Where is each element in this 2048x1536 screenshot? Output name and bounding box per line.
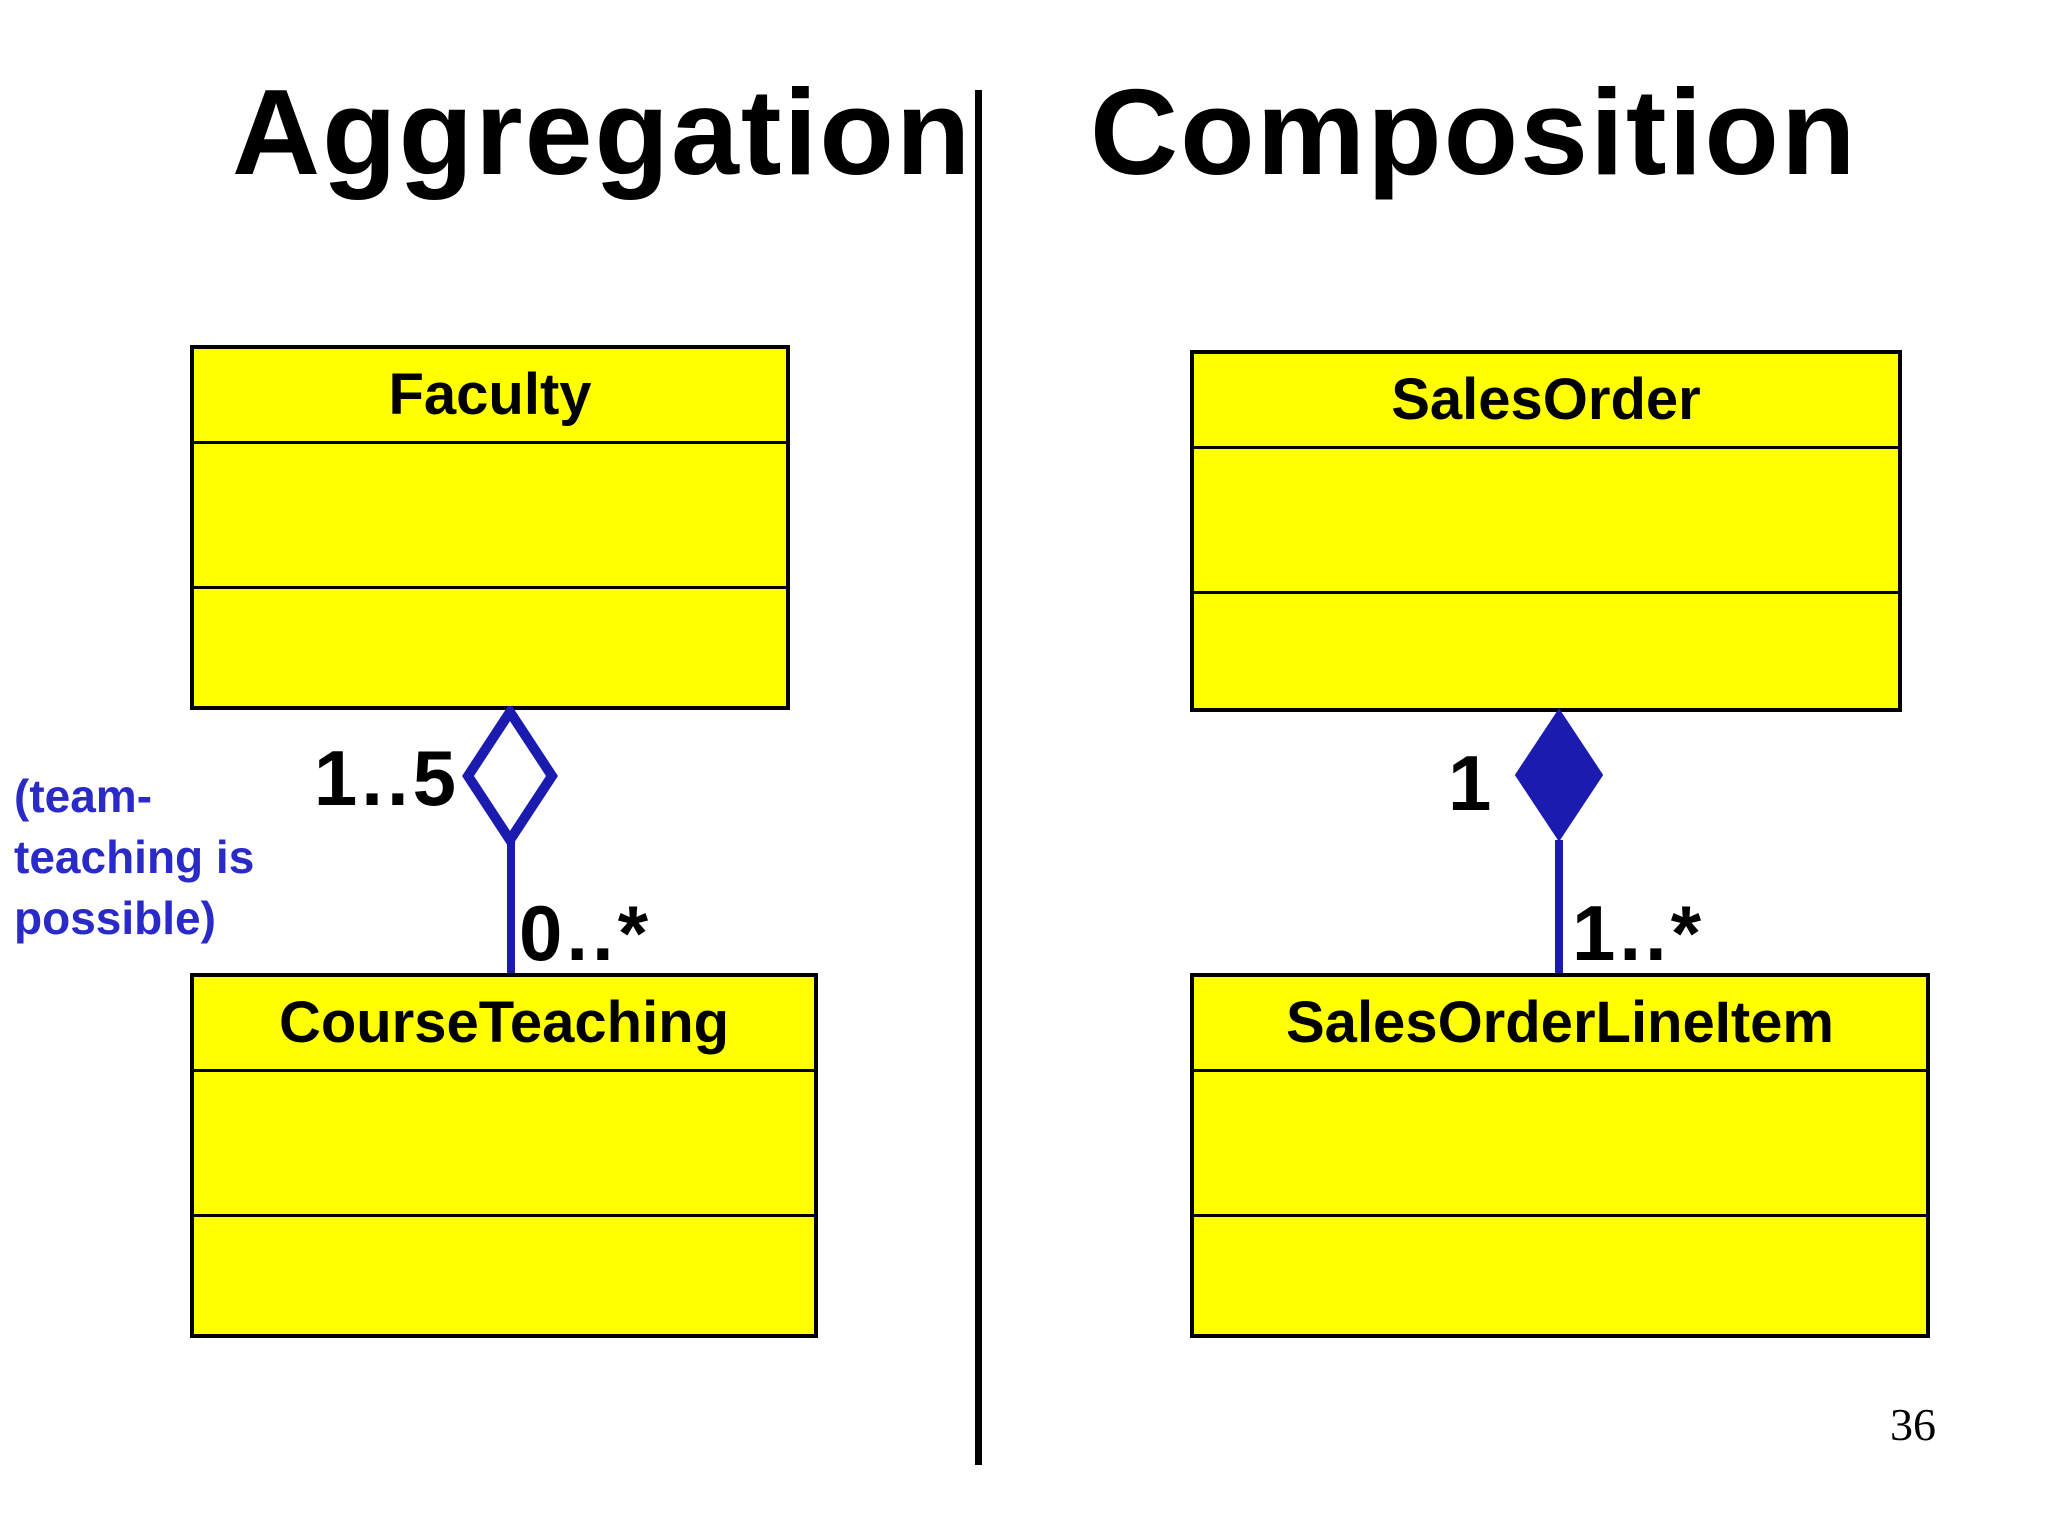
divider-line	[975, 90, 982, 1465]
composition-filled-diamond-icon	[1514, 708, 1604, 842]
composition-whole-multiplicity: 1	[1448, 739, 1496, 827]
salesorder-operations-compartment	[1194, 594, 1898, 708]
note-line-2: teaching is	[14, 831, 255, 883]
composition-connector-line	[1555, 840, 1563, 975]
aggregation-part-multiplicity: 0..*	[519, 889, 653, 977]
team-teaching-note: (team- teaching is possible)	[14, 766, 254, 949]
courseteaching-class-name: CourseTeaching	[194, 977, 814, 1072]
salesorder-class-name: SalesOrder	[1194, 354, 1898, 449]
note-line-1: (team-	[14, 770, 153, 822]
salesorderlineitem-operations-compartment	[1194, 1217, 1926, 1334]
courseteaching-attributes-compartment	[194, 1072, 814, 1217]
salesorderlineitem-class-box: SalesOrderLineItem	[1190, 973, 1930, 1338]
aggregation-title: Aggregation	[232, 64, 973, 200]
faculty-class-box: Faculty	[190, 345, 790, 710]
note-line-3: possible)	[14, 892, 216, 944]
composition-title: Composition	[1090, 64, 1858, 200]
salesorderlineitem-class-name: SalesOrderLineItem	[1194, 977, 1926, 1072]
salesorder-attributes-compartment	[1194, 449, 1898, 594]
aggregation-connector-line	[507, 840, 515, 975]
faculty-operations-compartment	[194, 589, 786, 706]
page-number: 36	[1890, 1399, 1936, 1450]
salesorderlineitem-attributes-compartment	[1194, 1072, 1926, 1217]
aggregation-hollow-diamond-icon	[462, 706, 558, 846]
courseteaching-class-box: CourseTeaching	[190, 973, 818, 1338]
courseteaching-operations-compartment	[194, 1217, 814, 1334]
salesorder-class-box: SalesOrder	[1190, 350, 1902, 712]
composition-part-multiplicity: 1..*	[1572, 889, 1706, 977]
faculty-attributes-compartment	[194, 444, 786, 589]
aggregation-whole-multiplicity: 1..5	[313, 734, 460, 822]
faculty-class-name: Faculty	[194, 349, 786, 444]
